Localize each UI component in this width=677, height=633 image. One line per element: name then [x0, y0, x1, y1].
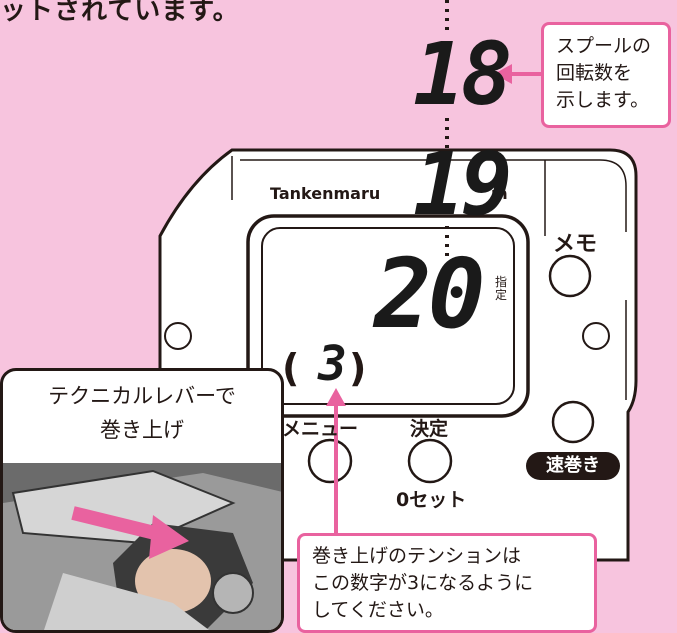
- tension-value: 3: [318, 336, 347, 392]
- inset-arrow-line: [71, 506, 165, 542]
- spool-callout-line: 示します。: [556, 89, 650, 111]
- tension-callout: 巻き上げのテンションは この数字が3になるように してください。: [297, 533, 597, 633]
- tension-open-paren: (: [282, 346, 300, 390]
- tension-callout-line: この数字が3になるように: [312, 572, 534, 594]
- device-brand-right: m: [491, 184, 508, 203]
- thumb-shape: [135, 549, 211, 613]
- lever-photo: [3, 463, 281, 630]
- spool-callout-line: 回転数を: [556, 62, 633, 84]
- side-button-left[interactable]: [164, 322, 192, 350]
- menu-label: メニュー: [282, 418, 359, 440]
- tension-callout-line: してください。: [312, 599, 444, 621]
- lcd-counter-value: 20: [374, 238, 486, 350]
- inset-arrow-head: [149, 515, 189, 559]
- intro-text: ットされています。: [0, 0, 240, 26]
- memo-button[interactable]: [548, 254, 592, 298]
- spool-callout: スプールの 回転数を 示します。: [541, 22, 671, 128]
- tension-close-paren: ): [349, 346, 367, 390]
- spool-arrow-head: [494, 64, 512, 84]
- inset-label-line2: 巻き上げ: [100, 418, 184, 442]
- inset-label-line1: テクニカルレバーで: [48, 384, 236, 408]
- side-button-right[interactable]: [582, 322, 610, 350]
- memo-label: メモ: [553, 232, 598, 257]
- lcd-inner-frame: [261, 227, 515, 405]
- spool-callout-line: スプールの: [556, 35, 652, 57]
- tension-arrow-head: [326, 388, 346, 406]
- lever-inset: テクニカルレバーで 巻き上げ: [0, 368, 284, 633]
- device-brand-left: Tankenmaru: [270, 184, 381, 203]
- tension-callout-line: 巻き上げのテンションは: [312, 545, 522, 567]
- menu-button[interactable]: [307, 438, 353, 484]
- counter-digit-top: 18: [413, 25, 513, 125]
- confirm-button[interactable]: [407, 438, 453, 484]
- reset-label: 0セット: [396, 489, 467, 511]
- fast-wind-badge: 速巻き: [526, 452, 620, 480]
- confirm-label: 決定: [410, 418, 449, 440]
- counter-digit-mid: 19: [413, 135, 513, 235]
- fast-wind-button[interactable]: [551, 400, 595, 444]
- shitei-label: 指定: [495, 275, 508, 302]
- device-face-line: [240, 159, 627, 232]
